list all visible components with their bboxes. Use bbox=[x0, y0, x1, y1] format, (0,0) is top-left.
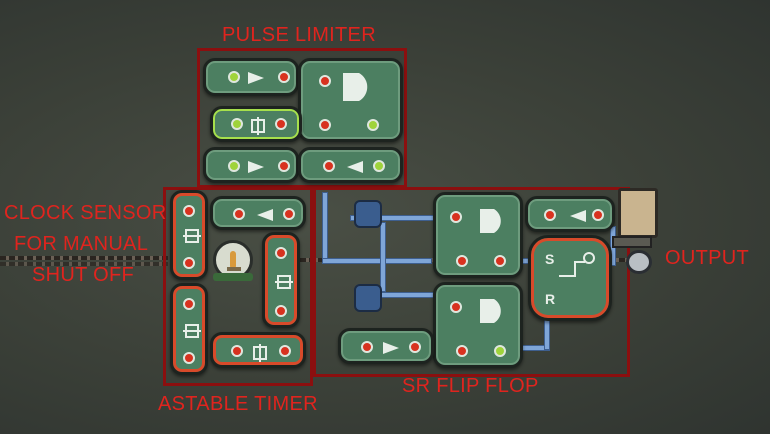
wire-bridge[interactable] bbox=[354, 200, 382, 228]
buffer-icon bbox=[248, 161, 264, 173]
not-gate-icon bbox=[570, 210, 586, 222]
wire-bridge[interactable] bbox=[354, 284, 382, 312]
and-gate-icon bbox=[343, 73, 368, 101]
clock-sensor-label-line3: SHUT OFF bbox=[32, 264, 135, 286]
automation-wire[interactable] bbox=[322, 192, 328, 262]
input-port[interactable] bbox=[456, 255, 468, 267]
filter-gate[interactable] bbox=[210, 106, 302, 142]
output-door[interactable] bbox=[618, 188, 658, 238]
pulse-limiter-label: PULSE LIMITER bbox=[222, 24, 376, 46]
output-port[interactable] bbox=[409, 341, 421, 353]
not-gate-icon bbox=[257, 209, 273, 221]
buffer-gate[interactable] bbox=[262, 232, 300, 328]
chain-wire-right bbox=[610, 258, 640, 262]
not-gate[interactable] bbox=[210, 196, 306, 230]
input-port[interactable] bbox=[183, 298, 195, 310]
filter-icon bbox=[183, 229, 201, 243]
output-port[interactable] bbox=[183, 257, 195, 269]
output-mechanism[interactable] bbox=[612, 236, 652, 248]
svg-text:S: S bbox=[545, 251, 554, 267]
filter-icon bbox=[183, 324, 201, 338]
not-gate-icon bbox=[347, 161, 363, 173]
buffer-icon bbox=[383, 342, 399, 354]
svg-text:R: R bbox=[545, 291, 555, 307]
and-gate[interactable] bbox=[433, 282, 523, 368]
buffer-icon bbox=[248, 72, 264, 84]
clock-sensor-icon bbox=[227, 251, 241, 271]
buffer-gate[interactable] bbox=[338, 328, 434, 364]
input-port[interactable] bbox=[373, 160, 385, 172]
filter-gate[interactable] bbox=[210, 332, 306, 368]
automation-wire[interactable] bbox=[380, 222, 386, 292]
chain-wire-left bbox=[0, 256, 168, 260]
filter-icon bbox=[275, 275, 293, 289]
input-port[interactable] bbox=[228, 160, 240, 172]
not-gate[interactable] bbox=[298, 147, 403, 183]
chain-wire-left-2 bbox=[0, 262, 168, 266]
output-port[interactable] bbox=[233, 208, 245, 220]
and-gate[interactable] bbox=[298, 58, 403, 142]
input-port[interactable] bbox=[450, 211, 462, 223]
pulse-limiter-frame bbox=[197, 48, 407, 188]
output-port[interactable] bbox=[279, 345, 291, 357]
output-port[interactable] bbox=[494, 255, 506, 267]
input-port[interactable] bbox=[228, 71, 240, 83]
sr-latch-icon: S R bbox=[545, 251, 595, 307]
output-port[interactable] bbox=[278, 160, 290, 172]
buffer-gate[interactable] bbox=[203, 58, 299, 96]
output-port[interactable] bbox=[323, 160, 335, 172]
output-label: OUTPUT bbox=[665, 247, 750, 269]
input-port[interactable] bbox=[450, 301, 462, 313]
input-port[interactable] bbox=[456, 345, 468, 357]
output-port-icon[interactable] bbox=[626, 250, 652, 274]
astable-timer-label: ASTABLE TIMER bbox=[158, 393, 318, 415]
input-port[interactable] bbox=[183, 205, 195, 217]
clock-sensor[interactable] bbox=[213, 240, 253, 281]
and-gate[interactable] bbox=[433, 192, 523, 278]
input-port[interactable] bbox=[275, 247, 287, 259]
input-port[interactable] bbox=[283, 208, 295, 220]
clock-sensor-label-line2: FOR MANUAL bbox=[14, 233, 149, 255]
input-port[interactable] bbox=[231, 345, 243, 357]
and-gate-icon bbox=[480, 209, 501, 233]
clock-sensor-base bbox=[213, 273, 253, 281]
not-gate[interactable] bbox=[525, 196, 615, 232]
output-port[interactable] bbox=[275, 305, 287, 317]
astable-timer-frame bbox=[163, 187, 313, 386]
input-port[interactable] bbox=[361, 341, 373, 353]
automation-wire[interactable] bbox=[322, 258, 432, 264]
filter-gate[interactable] bbox=[170, 190, 208, 280]
filter-icon bbox=[251, 117, 265, 135]
and-gate-icon bbox=[480, 299, 501, 323]
output-port[interactable] bbox=[278, 71, 290, 83]
input-port[interactable] bbox=[592, 209, 604, 221]
filter-gate[interactable] bbox=[170, 283, 208, 375]
output-port[interactable] bbox=[494, 345, 506, 357]
memory-toggle-latch[interactable]: S R bbox=[528, 235, 612, 321]
filter-icon bbox=[253, 344, 267, 362]
automation-wire[interactable] bbox=[544, 318, 550, 350]
sr-flip-flop-label: SR FLIP FLOP bbox=[402, 375, 539, 397]
input-port[interactable] bbox=[319, 75, 331, 87]
input-port[interactable] bbox=[231, 118, 243, 130]
output-port[interactable] bbox=[275, 118, 287, 130]
clock-sensor-label-line1: CLOCK SENSOR bbox=[4, 202, 167, 224]
sr-flip-flop-frame bbox=[313, 187, 630, 377]
input-port[interactable] bbox=[319, 119, 331, 131]
output-port[interactable] bbox=[183, 352, 195, 364]
output-port[interactable] bbox=[367, 119, 379, 131]
output-port[interactable] bbox=[544, 209, 556, 221]
buffer-gate[interactable] bbox=[203, 147, 299, 183]
automation-wire[interactable] bbox=[375, 292, 435, 298]
